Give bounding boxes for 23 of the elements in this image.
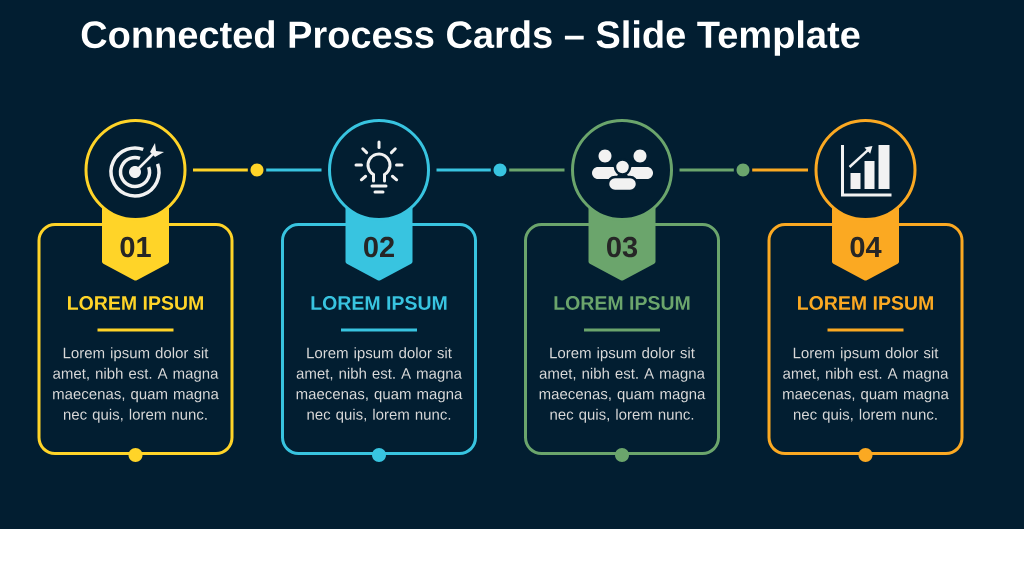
card-text: Lorem ipsum dolor sit amet, nibh est. A magna maecenas, quam magna nec quis, lorem nunc. [296,347,463,423]
title: Connected Process Cards – Slide Template [81,20,860,56]
connector-line [436,168,491,172]
card-text: Lorem ipsum dolor sit amet, nibh est. A magna maecenas, quam magna nec quis, lorem nunc. [539,347,706,423]
icon-circle [84,119,187,221]
icon-circle [328,119,430,221]
icon-circle [571,119,673,221]
card-heading: LOREM IPSUM [311,296,447,310]
card-heading: LOREM IPSUM [554,296,690,310]
card-text: Lorem ipsum dolor sit amet, nibh est. A magna maecenas, quam magna nec quis, lorem nunc. [783,347,949,423]
icon-circle [814,119,917,221]
connector-line [679,168,734,172]
connector-line [752,168,808,172]
connector-line [266,168,322,172]
process-card [767,223,964,455]
connector-line [193,168,248,172]
process-card [524,223,720,455]
process-card [281,223,477,455]
process-card [37,223,234,455]
card-heading: LOREM IPSUM [68,296,203,310]
card-text: Lorem ipsum dolor sit amet, nibh est. A magna maecenas, quam magna nec quis, lorem nunc. [53,347,219,423]
card-heading: LOREM IPSUM [798,296,933,310]
connector-line [509,168,565,172]
